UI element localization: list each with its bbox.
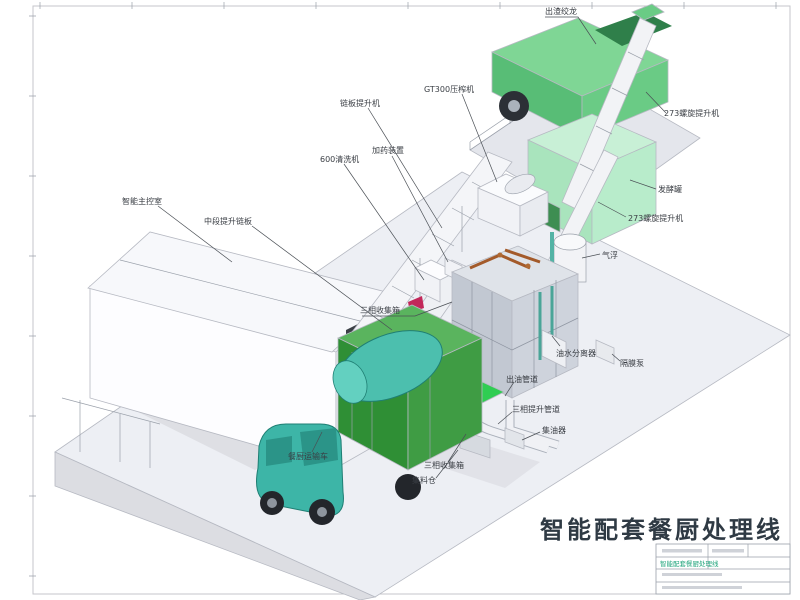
title-block-text-bar — [662, 549, 702, 553]
valve-dot — [525, 263, 531, 269]
title-block-text-bar — [662, 573, 722, 576]
component-labels: 出渣绞龙 273螺旋提升机 GT300压榨机 链板提升机 600清洗机 加药装置… — [122, 6, 719, 485]
container-frame — [451, 280, 579, 388]
label-truck: 餐厨运输车 — [288, 451, 328, 461]
truck-side-window — [266, 436, 292, 466]
ruler-ticks-left — [29, 15, 36, 577]
drawing-frame — [29, 2, 791, 595]
label-air-flotation: 气浮 — [602, 250, 618, 260]
press-right — [519, 191, 549, 237]
three-phase-container — [451, 245, 615, 454]
title-block-text-bar — [712, 549, 744, 553]
label-oil-water-separator: 油水分离器 — [556, 348, 596, 358]
machine-wheel-hub — [508, 100, 520, 112]
label-feed-bin: 集料仓 — [412, 475, 436, 485]
label-fermenter: 发酵罐 — [658, 184, 682, 194]
slag-machine-opening — [595, 12, 672, 46]
title-block-text-bar — [662, 586, 742, 589]
title-block-product: 智能配套餐厨处理线 — [660, 559, 719, 568]
oil-water-separator-unit — [541, 329, 567, 369]
transport-truck — [256, 304, 483, 525]
label-three-phase-box-lower: 三相收集箱 — [424, 460, 464, 470]
label-control-room: 智能主控室 — [122, 196, 162, 206]
truck-front-hub — [267, 498, 277, 508]
truck-windshield — [300, 428, 338, 466]
truck-tank-cap — [332, 360, 368, 404]
label-chain-plate-lift: 链板提升机 — [340, 98, 380, 108]
leader-lines — [157, 16, 667, 479]
platform-front-face — [54, 451, 377, 600]
label-dosing-device: 加药装置 — [372, 145, 404, 155]
truck-mid-hub — [317, 507, 327, 517]
main-title: 智能配套餐厨处理线 — [540, 515, 783, 544]
label-three-phase-box-upper: 三相收集箱 — [360, 305, 400, 315]
valve-dot — [497, 252, 503, 258]
label-oil-out-pipe: 出油管道 — [506, 374, 538, 384]
label-mid-lift-chain: 中段提升链板 — [204, 216, 252, 226]
truck-rear-wheel — [395, 474, 421, 500]
oil-collector-box — [504, 427, 525, 450]
label-screw-lift-mid: 273螺旋提升机 — [628, 213, 683, 223]
ruler-ticks-top — [39, 2, 777, 9]
label-three-phase-lift-pipe: 三相提升管道 — [512, 404, 560, 414]
title-block: 智能配套餐厨处理线 — [655, 543, 791, 595]
label-washer-600: 600清洗机 — [320, 154, 359, 164]
building-stilts — [61, 397, 161, 468]
screw-pipe-cap — [631, 3, 665, 21]
label-oil-collector: 集油器 — [542, 425, 566, 435]
air-flotation-dome — [553, 233, 587, 251]
label-slag-auger: 出渣绞龙 — [545, 6, 577, 16]
diaphragm-pump-unit — [595, 339, 615, 365]
label-diaphragm-pump: 隔膜泵 — [620, 358, 644, 368]
label-screw-lift-top: 273螺旋提升机 — [664, 108, 719, 118]
press-cylinder — [504, 173, 536, 195]
label-gt300-press: GT300压榨机 — [424, 84, 474, 94]
